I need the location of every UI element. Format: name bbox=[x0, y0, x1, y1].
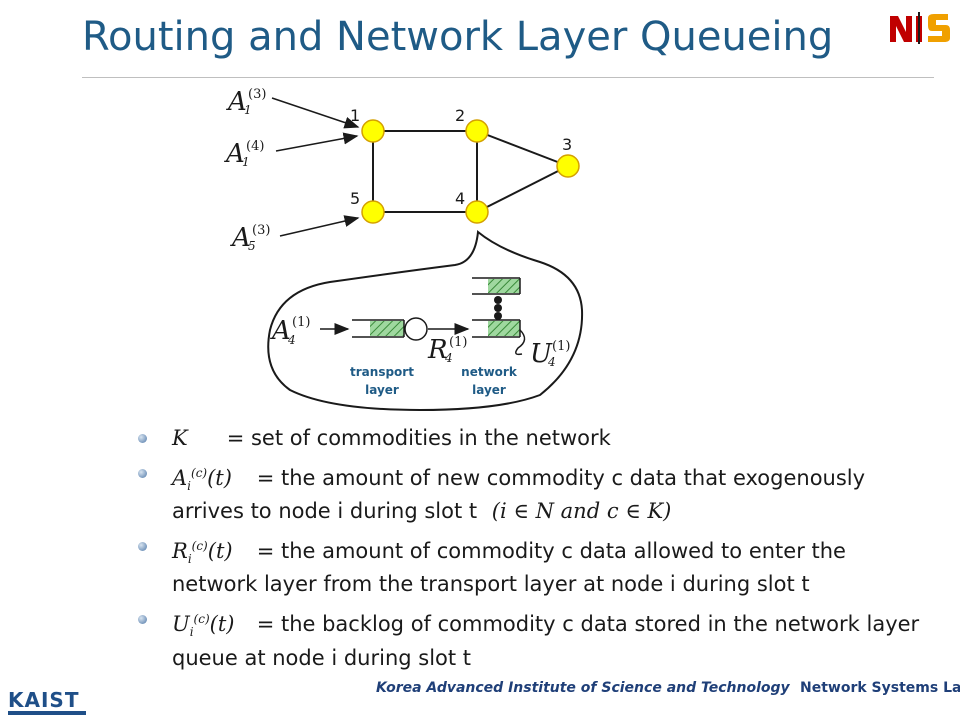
zoom-callout bbox=[267, 230, 584, 412]
arrival-label-1: A bbox=[226, 87, 247, 117]
queue-pointer bbox=[515, 329, 526, 356]
node-3 bbox=[556, 154, 580, 178]
node-label-4: 4 bbox=[455, 189, 465, 208]
node-label-3: 3 bbox=[562, 135, 572, 154]
definition-text: = the amount of new commodity c data tha… bbox=[172, 466, 866, 524]
definitions-list: K = set of commodities in the network Ai… bbox=[130, 426, 930, 681]
svg-text:5: 5 bbox=[248, 239, 256, 253]
bullet-icon bbox=[138, 434, 147, 443]
arrival-label-3: A bbox=[230, 223, 251, 253]
svg-text:4: 4 bbox=[547, 355, 556, 369]
network-links bbox=[372, 130, 569, 213]
link-4-3 bbox=[476, 165, 569, 213]
transport-label-line1: transport bbox=[350, 365, 414, 379]
svg-text:(1): (1) bbox=[449, 335, 467, 350]
definition-text: = the amount of commodity c data allowed… bbox=[172, 539, 846, 597]
footer-lab: Network Systems Lab. bbox=[800, 680, 960, 696]
network-label-line2: layer bbox=[472, 383, 506, 397]
slide-title: Routing and Network Layer Queueing bbox=[82, 14, 834, 60]
bullet-icon bbox=[138, 469, 147, 478]
symbol-K: K bbox=[172, 426, 188, 450]
node-label-5: 5 bbox=[350, 189, 360, 208]
footer-institute: Korea Advanced Institute of Science and … bbox=[376, 680, 790, 696]
kaist-logo-bar bbox=[8, 711, 86, 715]
transport-label-line2: layer bbox=[365, 383, 399, 397]
link-2-3 bbox=[476, 130, 569, 167]
svg-text:(1): (1) bbox=[292, 315, 310, 330]
node-1 bbox=[361, 119, 385, 143]
network-diagram: 1 2 3 4 5 A 1 (3) A 1 (4) A 5 (3) bbox=[224, 87, 584, 412]
definition-admission: Ri(c)(t) = the amount of commodity c dat… bbox=[130, 534, 930, 597]
transport-queue bbox=[352, 317, 428, 341]
condition-expression: (i ∈ N and c ∈ K) bbox=[491, 499, 672, 524]
definition-text: = set of commodities in the network bbox=[226, 426, 611, 450]
svg-text:(4): (4) bbox=[246, 139, 264, 154]
node-5 bbox=[361, 200, 385, 224]
network-queues bbox=[472, 277, 521, 338]
svg-text:4: 4 bbox=[444, 351, 453, 365]
definition-arrivals: Ai(c)(t) = the amount of new commodity c… bbox=[130, 461, 930, 524]
svg-text:1: 1 bbox=[244, 103, 252, 117]
node-label-1: 1 bbox=[350, 106, 360, 125]
arrival-arrow-3 bbox=[279, 215, 360, 237]
arrival-arrow-2 bbox=[275, 132, 359, 152]
svg-text:(3): (3) bbox=[248, 87, 266, 102]
definition-text: = the backlog of commodity c data stored… bbox=[172, 612, 920, 670]
bullet-icon bbox=[138, 542, 147, 552]
zoom-rate-label: R bbox=[427, 335, 448, 365]
zoom-input-label: A bbox=[270, 316, 291, 346]
arrival-arrow-1 bbox=[271, 97, 360, 129]
network-label-line1: network bbox=[461, 365, 518, 379]
node-4 bbox=[465, 200, 489, 224]
symbol-A: Ai(c)(t) bbox=[172, 466, 232, 494]
bullet-icon bbox=[138, 615, 147, 625]
node-2 bbox=[465, 119, 489, 143]
zoom-queue-label: U bbox=[530, 339, 553, 369]
symbol-U: Ui(c)(t) bbox=[172, 612, 235, 640]
title-rule bbox=[82, 77, 934, 78]
svg-text:4: 4 bbox=[287, 333, 296, 347]
nis-logo bbox=[884, 12, 952, 44]
svg-text:(3): (3) bbox=[252, 223, 270, 238]
definition-backlog: Ui(c)(t) = the backlog of commodity c da… bbox=[130, 607, 930, 670]
node-label-2: 2 bbox=[455, 106, 465, 125]
svg-text:(1): (1) bbox=[552, 339, 570, 354]
symbol-R: Ri(c)(t) bbox=[172, 539, 233, 567]
kaist-logo: KAIST bbox=[8, 688, 80, 712]
arrival-label-2: A bbox=[224, 139, 245, 169]
svg-text:1: 1 bbox=[242, 155, 250, 169]
definition-commodities: K = set of commodities in the network bbox=[130, 426, 930, 451]
